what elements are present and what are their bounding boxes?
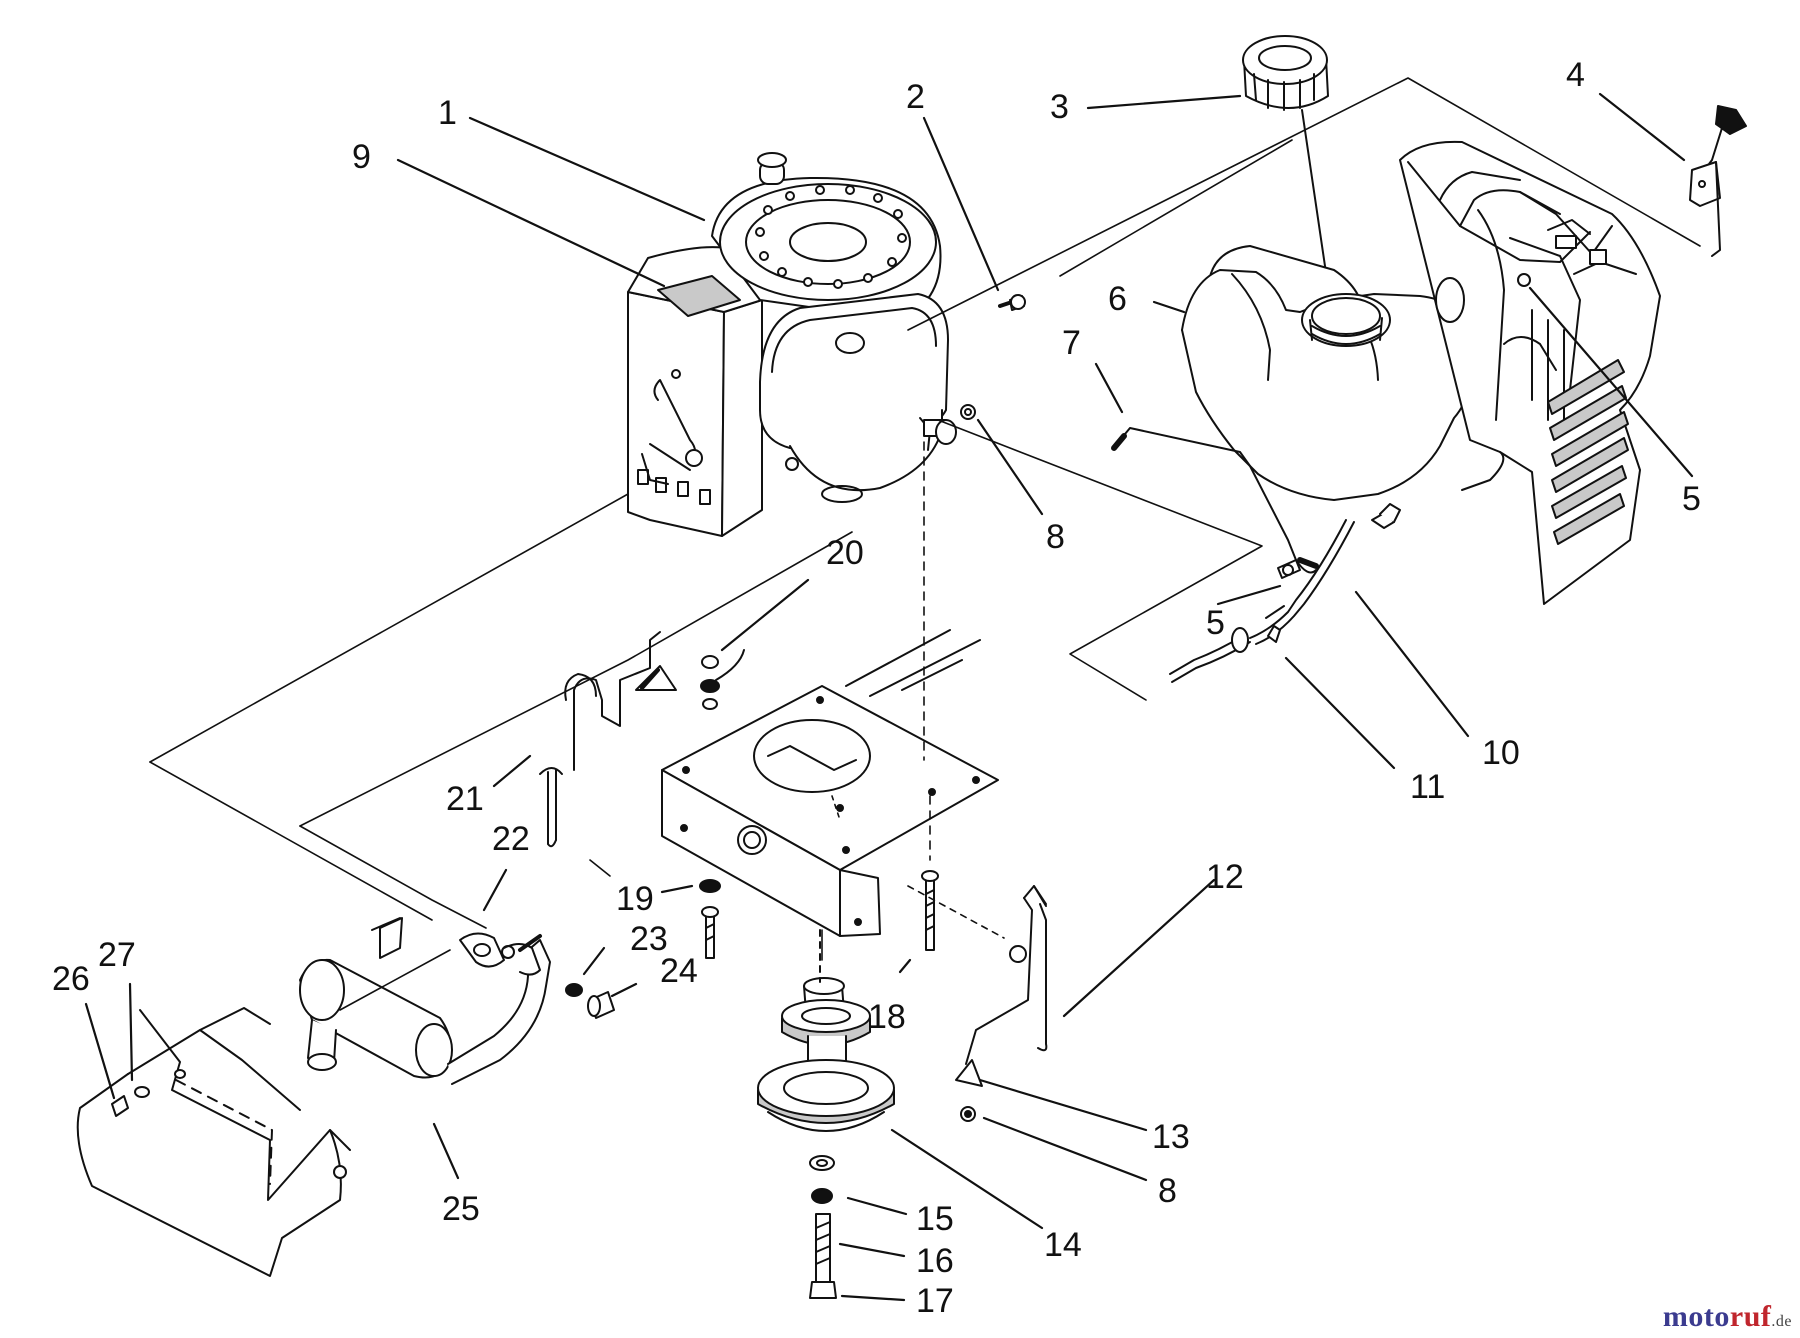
- callout-25: 25: [442, 1190, 480, 1228]
- bolt-2: [1000, 295, 1025, 310]
- callout-23: 23: [630, 920, 668, 958]
- callout-17: 17: [916, 1282, 954, 1320]
- assembly-guide-lines: [150, 78, 1700, 1010]
- callout-2: 2: [906, 78, 925, 116]
- watermark-brand-a: moto: [1662, 1300, 1730, 1333]
- callout-18: 18: [868, 998, 906, 1036]
- engine: [628, 153, 956, 536]
- callout-19: 19: [616, 880, 654, 918]
- fuel-cap: [1243, 36, 1330, 300]
- callout-5b: 5: [1206, 604, 1225, 642]
- callout-12: 12: [1206, 858, 1244, 896]
- rod-12: [956, 886, 1046, 1121]
- washer-27: [135, 1070, 185, 1097]
- watermark-brand-b: ruf: [1729, 1300, 1772, 1333]
- chassis-frame: [1400, 142, 1660, 604]
- engine-mounting-plate: [662, 630, 998, 936]
- watermark: motoruf.de: [1663, 1300, 1792, 1334]
- callout-21: 21: [446, 780, 484, 818]
- screw-5-lower: [1278, 560, 1300, 578]
- washer-19: [700, 880, 720, 958]
- callout-22: 22: [492, 820, 530, 858]
- callout-5a: 5: [1682, 480, 1701, 518]
- screw-5-right: [1518, 274, 1530, 286]
- callout-27: 27: [98, 936, 136, 974]
- callout-11: 11: [1410, 768, 1445, 806]
- fuel-line-assembly: [1114, 428, 1400, 682]
- callout-6: 6: [1108, 280, 1127, 318]
- callout-24: 24: [660, 952, 698, 990]
- callout-10: 10: [1482, 734, 1520, 772]
- rod-21: [540, 632, 676, 846]
- bolt-18: [922, 871, 938, 950]
- callout-labels: 1 2 3 4 5 5 6 7 8 8 9 10 11 12 13 14 15 …: [52, 56, 1701, 1320]
- callout-8a: 8: [1046, 518, 1065, 556]
- fuel-tank: [1182, 246, 1480, 500]
- nut-assembly-20: [701, 650, 744, 709]
- callout-13: 13: [1152, 1118, 1190, 1156]
- callout-9: 9: [352, 138, 371, 176]
- muffler: [300, 918, 550, 1084]
- pulley-assembly: [758, 930, 894, 1298]
- screw-26: [112, 1096, 128, 1116]
- callout-20: 20: [826, 534, 864, 572]
- callout-15: 15: [916, 1200, 954, 1238]
- callout-16: 16: [916, 1242, 954, 1280]
- washer-23: [566, 984, 582, 996]
- callout-8b: 8: [1158, 1172, 1177, 1210]
- callout-1: 1: [438, 94, 457, 132]
- heat-shield: [78, 1008, 350, 1276]
- leader-lines: [86, 94, 1692, 1300]
- nut-8-top: [961, 405, 975, 419]
- callout-7: 7: [1062, 324, 1081, 362]
- callout-26: 26: [52, 960, 90, 998]
- callout-4: 4: [1566, 56, 1585, 94]
- throttle-control: [1690, 106, 1746, 256]
- callout-3: 3: [1050, 88, 1069, 126]
- bolt-24: [588, 992, 614, 1018]
- callout-14: 14: [1044, 1226, 1082, 1264]
- watermark-suffix: .de: [1771, 1313, 1792, 1330]
